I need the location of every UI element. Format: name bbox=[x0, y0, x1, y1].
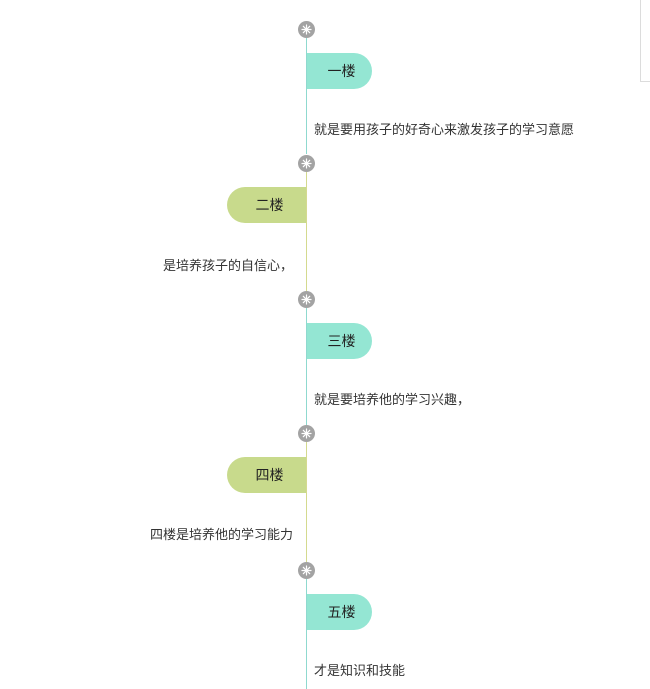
timeline-line bbox=[306, 38, 307, 154]
timeline-tag-floor-3: 三楼 bbox=[307, 323, 372, 359]
scroll-panel-edge bbox=[640, 0, 650, 82]
timeline-tag-floor-2: 二楼 bbox=[227, 187, 306, 223]
timeline-text-floor-2: 是培养孩子的自信心， bbox=[162, 259, 293, 274]
timeline-tag-floor-1: 一楼 bbox=[307, 53, 372, 89]
timeline-line bbox=[306, 172, 307, 291]
asterisk-icon bbox=[298, 291, 315, 308]
asterisk-icon bbox=[298, 425, 315, 442]
timeline-tag-floor-5: 五楼 bbox=[307, 594, 372, 630]
timeline-line bbox=[306, 308, 307, 425]
timeline-text-floor-5: 才是知识和技能 bbox=[314, 664, 406, 679]
timeline-text-floor-1: 就是要用孩子的好奇心来激发孩子的学习意愿 bbox=[314, 123, 575, 138]
asterisk-icon bbox=[298, 21, 315, 38]
timeline-line bbox=[306, 579, 307, 689]
asterisk-icon bbox=[298, 562, 315, 579]
timeline-text-floor-3: 就是要培养他的学习兴趣， bbox=[314, 393, 471, 408]
timeline-line bbox=[306, 442, 307, 562]
asterisk-icon bbox=[298, 155, 315, 172]
timeline-text-floor-4: 四楼是培养他的学习能力 bbox=[149, 528, 293, 543]
timeline-tag-floor-4: 四楼 bbox=[227, 457, 306, 493]
